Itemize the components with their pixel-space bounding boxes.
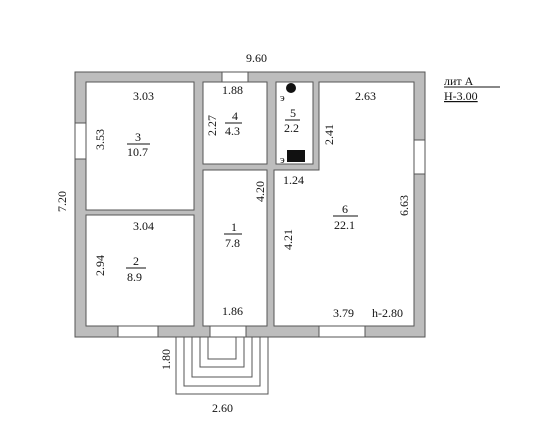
dim-porch-depth: 1.80 (159, 349, 173, 370)
room-3-width: 3.03 (133, 89, 154, 103)
room-6-area-label: 22.1 (334, 218, 355, 232)
room-4-number: 4 (232, 109, 238, 123)
room-6-height: 4.21 (281, 229, 295, 250)
room-3-number: 3 (135, 130, 141, 144)
room-1-area-label: 7.8 (225, 236, 240, 250)
dim-top-total: 9.60 (246, 51, 267, 65)
room-1-area (202, 169, 268, 327)
boiler-icon (286, 83, 296, 93)
dim-room6-ceiling: h-2.80 (372, 306, 403, 320)
room-5-height: 2.41 (322, 124, 336, 145)
room-4-width: 1.88 (222, 83, 243, 97)
room-1-number: 1 (231, 220, 237, 234)
litera-label: лит А (444, 74, 474, 88)
appliance-mark-2: э (280, 154, 285, 166)
room-3-height: 3.53 (93, 129, 107, 150)
window-bottom-right (318, 325, 366, 338)
appliance-mark-1: э (280, 92, 285, 104)
room-2-width: 3.04 (133, 219, 154, 233)
room-1-height: 4.20 (253, 181, 267, 202)
porch (175, 336, 269, 395)
window-right (413, 139, 426, 175)
room-6-area (273, 81, 415, 327)
stove-icon (287, 150, 305, 162)
room-4-area-label: 4.3 (225, 124, 240, 138)
room-2-area (85, 214, 195, 327)
room-2-area-label: 8.9 (127, 270, 142, 284)
room-5-area-label: 2.2 (284, 121, 299, 135)
dim-left-total: 7.20 (55, 191, 69, 212)
room-6-number: 6 (342, 202, 348, 216)
room-4-height: 2.27 (205, 115, 219, 136)
window-top (221, 71, 249, 83)
room-5-bottom-width: 1.24 (283, 173, 304, 187)
window-left (74, 122, 87, 160)
room-6-width-top: 2.63 (355, 89, 376, 103)
window-bottom-left (117, 325, 159, 338)
entrance-door (209, 325, 247, 338)
room-3-area-label: 10.7 (127, 145, 148, 159)
dim-porch-width: 2.60 (212, 401, 233, 415)
height-label: Н-3.00 (444, 89, 478, 103)
room-2-number: 2 (133, 254, 139, 268)
room-5-number: 5 (290, 106, 296, 120)
room-6-width-bottom: 3.79 (333, 306, 354, 320)
room-1-width: 1.86 (222, 304, 243, 318)
dim-right-room6: 6.63 (397, 195, 411, 216)
room-2-height: 2.94 (93, 255, 107, 276)
room-3-area (85, 81, 195, 211)
